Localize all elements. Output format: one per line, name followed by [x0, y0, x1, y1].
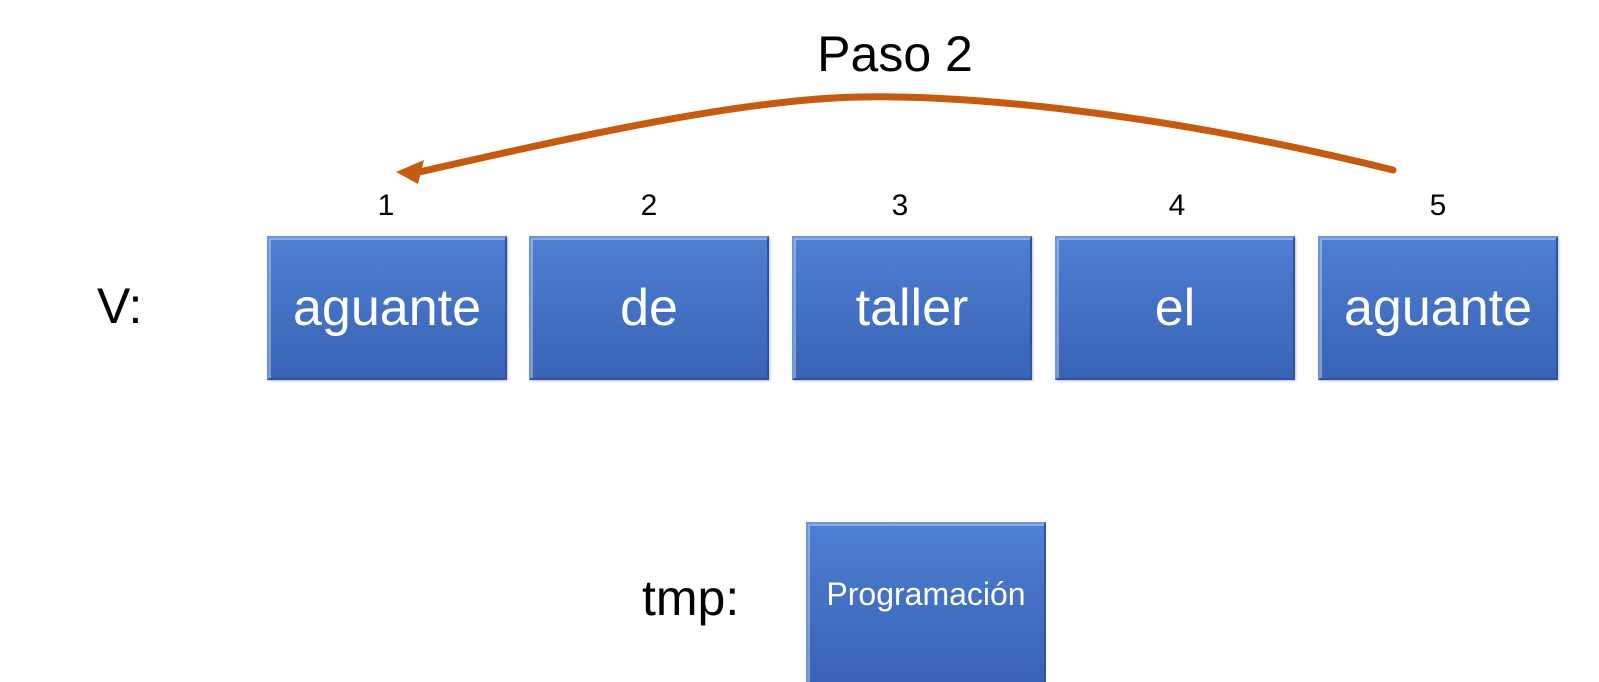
- tmp-label: tmp:: [642, 570, 740, 626]
- tmp-cell: Programación: [806, 522, 1046, 682]
- step-title: Paso 2: [817, 26, 973, 82]
- index-label: 1: [377, 189, 395, 222]
- vector-cell: de: [529, 236, 769, 380]
- arrow-curve: [411, 93, 1397, 177]
- vector-label: V:: [97, 278, 143, 334]
- index-label: 5: [1429, 189, 1447, 222]
- vector-cell: taller: [792, 236, 1032, 380]
- index-label: 4: [1168, 189, 1186, 222]
- index-label: 2: [640, 189, 658, 222]
- vector-cell: el: [1055, 236, 1295, 380]
- vector-cell: aguante: [1318, 236, 1558, 380]
- vector-cell: aguante: [267, 236, 507, 380]
- index-label: 3: [891, 189, 909, 222]
- arrow-head: [396, 160, 424, 184]
